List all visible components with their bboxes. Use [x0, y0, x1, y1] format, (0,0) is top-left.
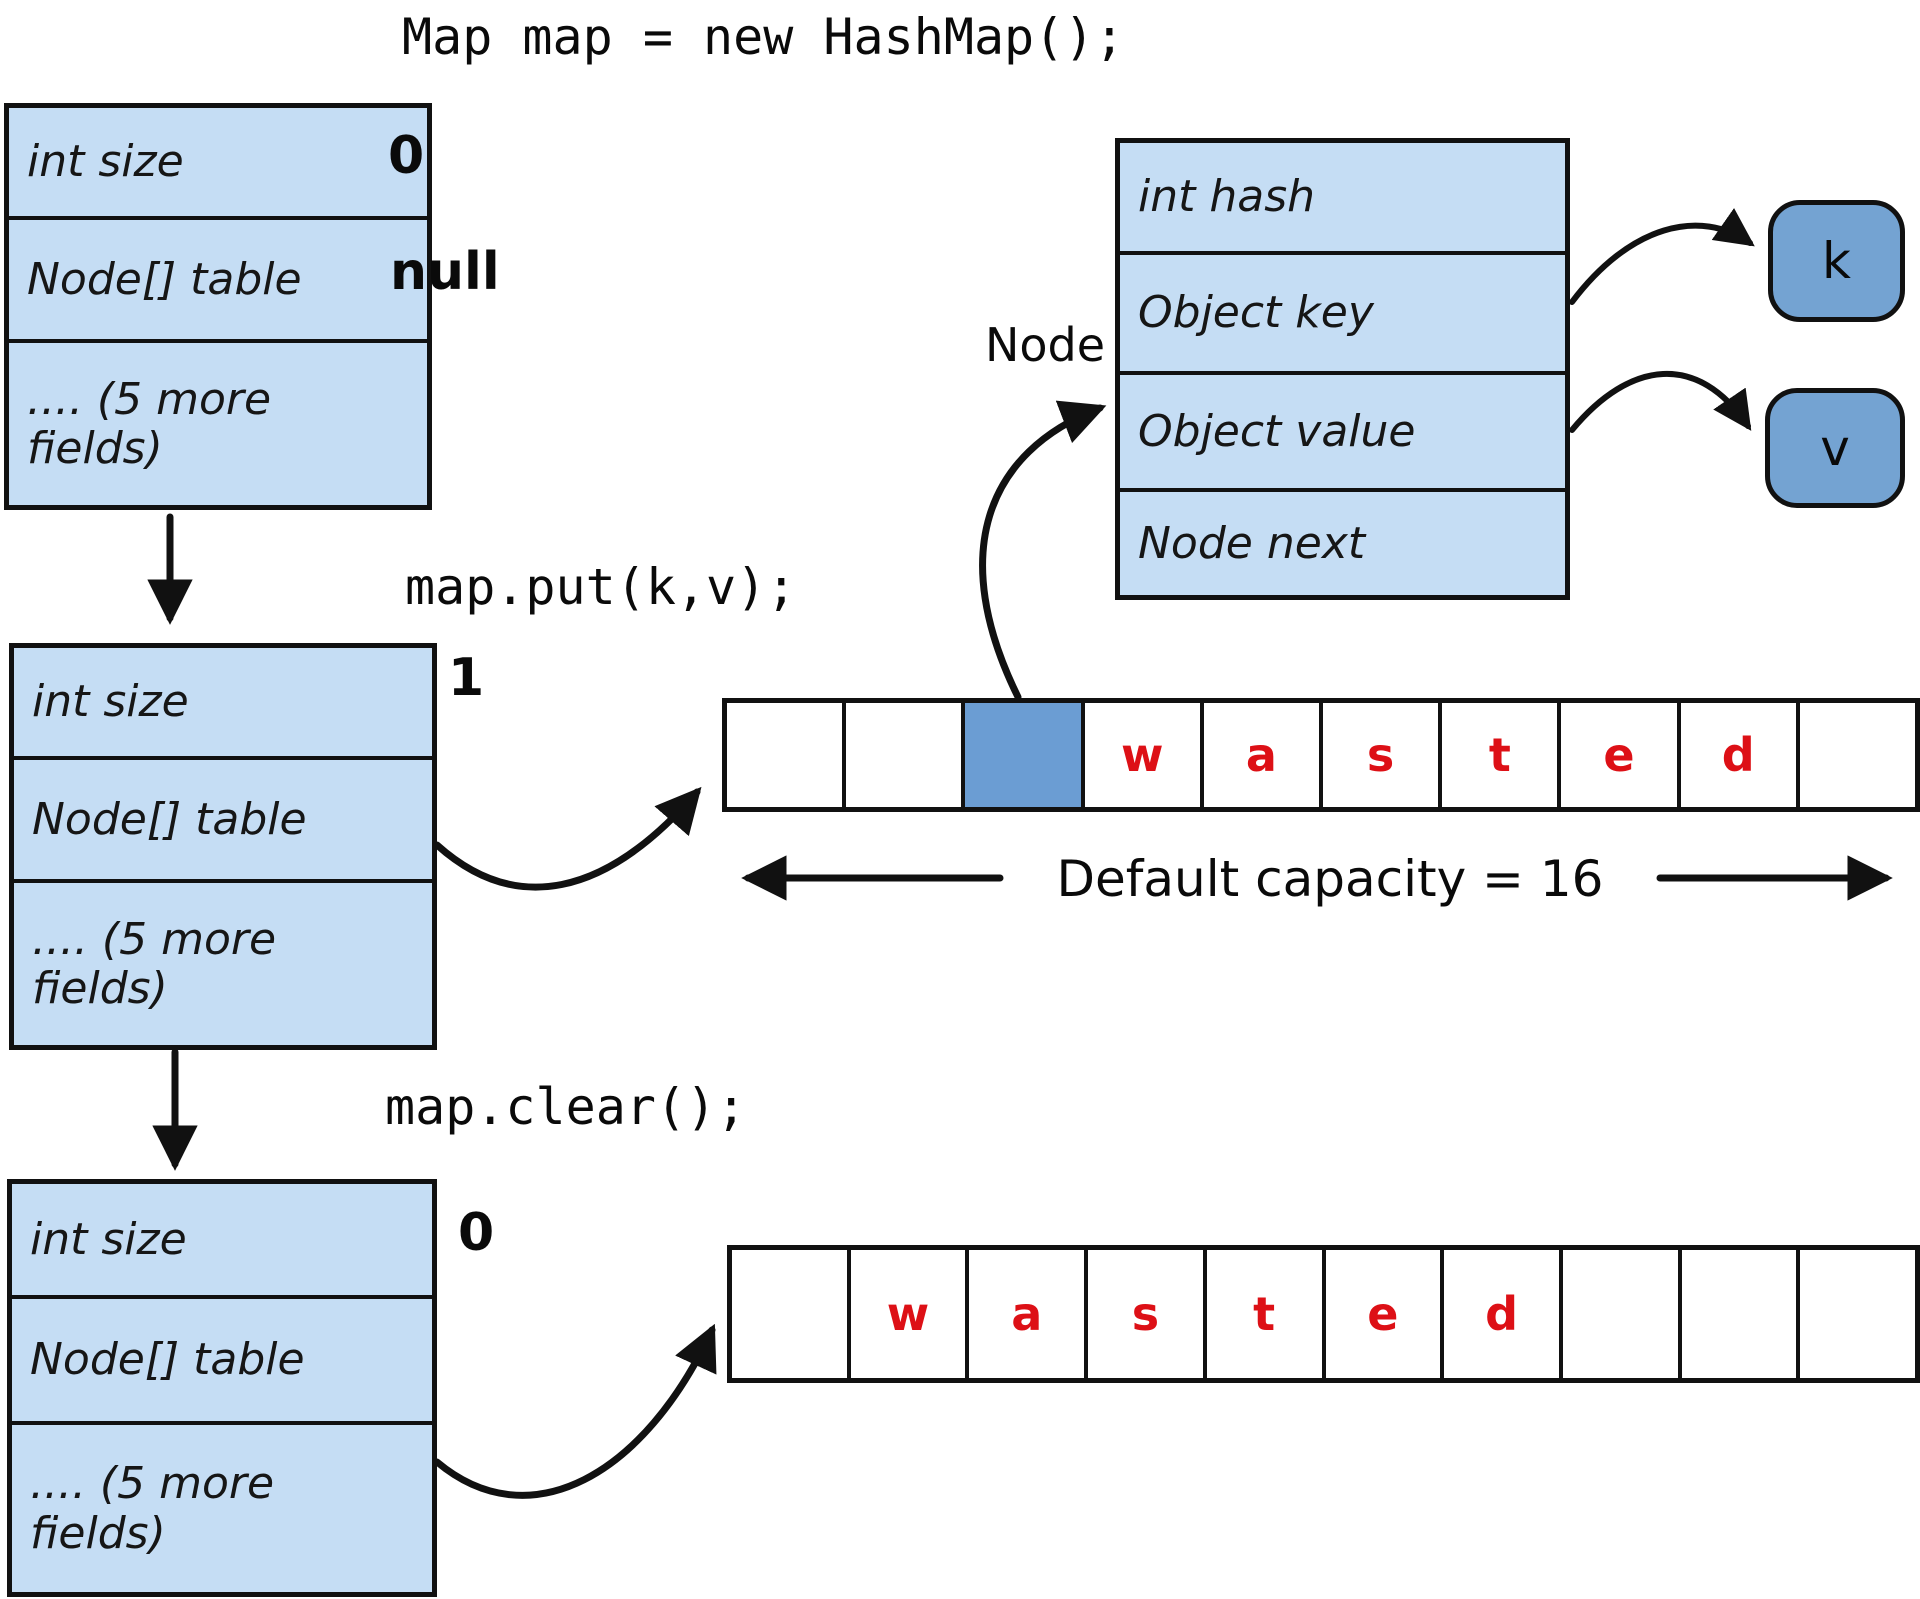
field-more-fields: .... (5 more fields): [12, 1425, 432, 1592]
arrow-table-to-bottom-array: [433, 1323, 717, 1499]
field-object-value: Object value: [1120, 375, 1565, 492]
array-cell: [1800, 1250, 1915, 1378]
field-int-hash: int hash: [1120, 143, 1565, 255]
array-cell-wasted: d: [1444, 1250, 1563, 1378]
table-value-null: null: [390, 242, 500, 302]
array-cell: [1800, 703, 1915, 807]
more-fields-line1: .... (5 more: [32, 913, 277, 965]
array-cell-wasted: w: [851, 1250, 970, 1378]
array-cell-wasted: e: [1561, 703, 1681, 807]
value-object: v: [1765, 388, 1905, 508]
field-node-table: Node[] table: [12, 1299, 432, 1425]
array-cell-wasted: t: [1442, 703, 1562, 807]
field-int-size: int size: [14, 648, 432, 760]
array-cell: [1682, 1250, 1801, 1378]
array-cell-wasted: w: [1085, 703, 1204, 807]
array-cell-wasted: e: [1326, 1250, 1445, 1378]
array-cell: [732, 1250, 851, 1378]
field-node-table: Node[] table: [14, 760, 432, 883]
code-map-clear: map.clear();: [385, 1078, 747, 1136]
field-more-fields: .... (5 more fields): [14, 883, 432, 1045]
array-cell-occupied: [965, 703, 1085, 807]
array-cell-wasted: a: [969, 1250, 1089, 1378]
key-object: k: [1768, 200, 1905, 322]
field-object-key: Object key: [1120, 255, 1565, 375]
array-cell: [727, 703, 847, 807]
field-node-next: Node next: [1138, 517, 1366, 569]
field-node-table: Node[] table: [9, 220, 427, 343]
field-int-size: int size: [9, 108, 427, 220]
size-value-2: 1: [448, 648, 485, 708]
bucket-array-after-clear: w a s t e d: [727, 1245, 1920, 1383]
hashmap-state-3: int size Node[] table .... (5 more field…: [7, 1179, 437, 1597]
array-cell: [1563, 1250, 1682, 1378]
code-title: Map map = new HashMap();: [402, 8, 1125, 66]
arrow-table-to-middle-array: [433, 786, 702, 891]
array-cell-wasted: s: [1088, 1250, 1207, 1378]
more-fields-line2: fields): [27, 423, 163, 474]
array-cell: [846, 703, 966, 807]
array-cell-wasted: a: [1204, 703, 1324, 807]
node-label: Node: [984, 318, 1105, 372]
hashmap-state-1: int size Node[] table .... (5 more field…: [4, 103, 432, 510]
arrow-bucket-to-node: [979, 400, 1107, 701]
node-box: int hash Object key Object value Node ne…: [1115, 138, 1570, 600]
more-fields-line2: fields): [30, 1507, 166, 1559]
capacity-caption: Default capacity = 16: [1056, 850, 1604, 908]
hashmap-state-2: int size Node[] table .... (5 more field…: [9, 643, 437, 1050]
more-fields-line1: .... (5 more: [27, 373, 272, 425]
size-value-3: 0: [458, 1203, 495, 1263]
field-int-size: int size: [12, 1184, 432, 1299]
more-fields-line1: .... (5 more: [30, 1458, 275, 1510]
array-cell-wasted: t: [1207, 1250, 1326, 1378]
bucket-array-after-put: w a s t e d: [722, 698, 1920, 812]
size-value-1: 0: [388, 126, 425, 186]
array-cell-wasted: s: [1323, 703, 1443, 807]
arrow-value-to-v: [1569, 371, 1752, 433]
array-cell-wasted: d: [1681, 703, 1800, 807]
more-fields-line2: fields): [32, 963, 168, 1014]
code-map-put: map.put(k,v);: [405, 558, 797, 616]
field-more-fields: .... (5 more fields): [9, 343, 427, 505]
arrow-key-to-k: [1569, 208, 1755, 305]
